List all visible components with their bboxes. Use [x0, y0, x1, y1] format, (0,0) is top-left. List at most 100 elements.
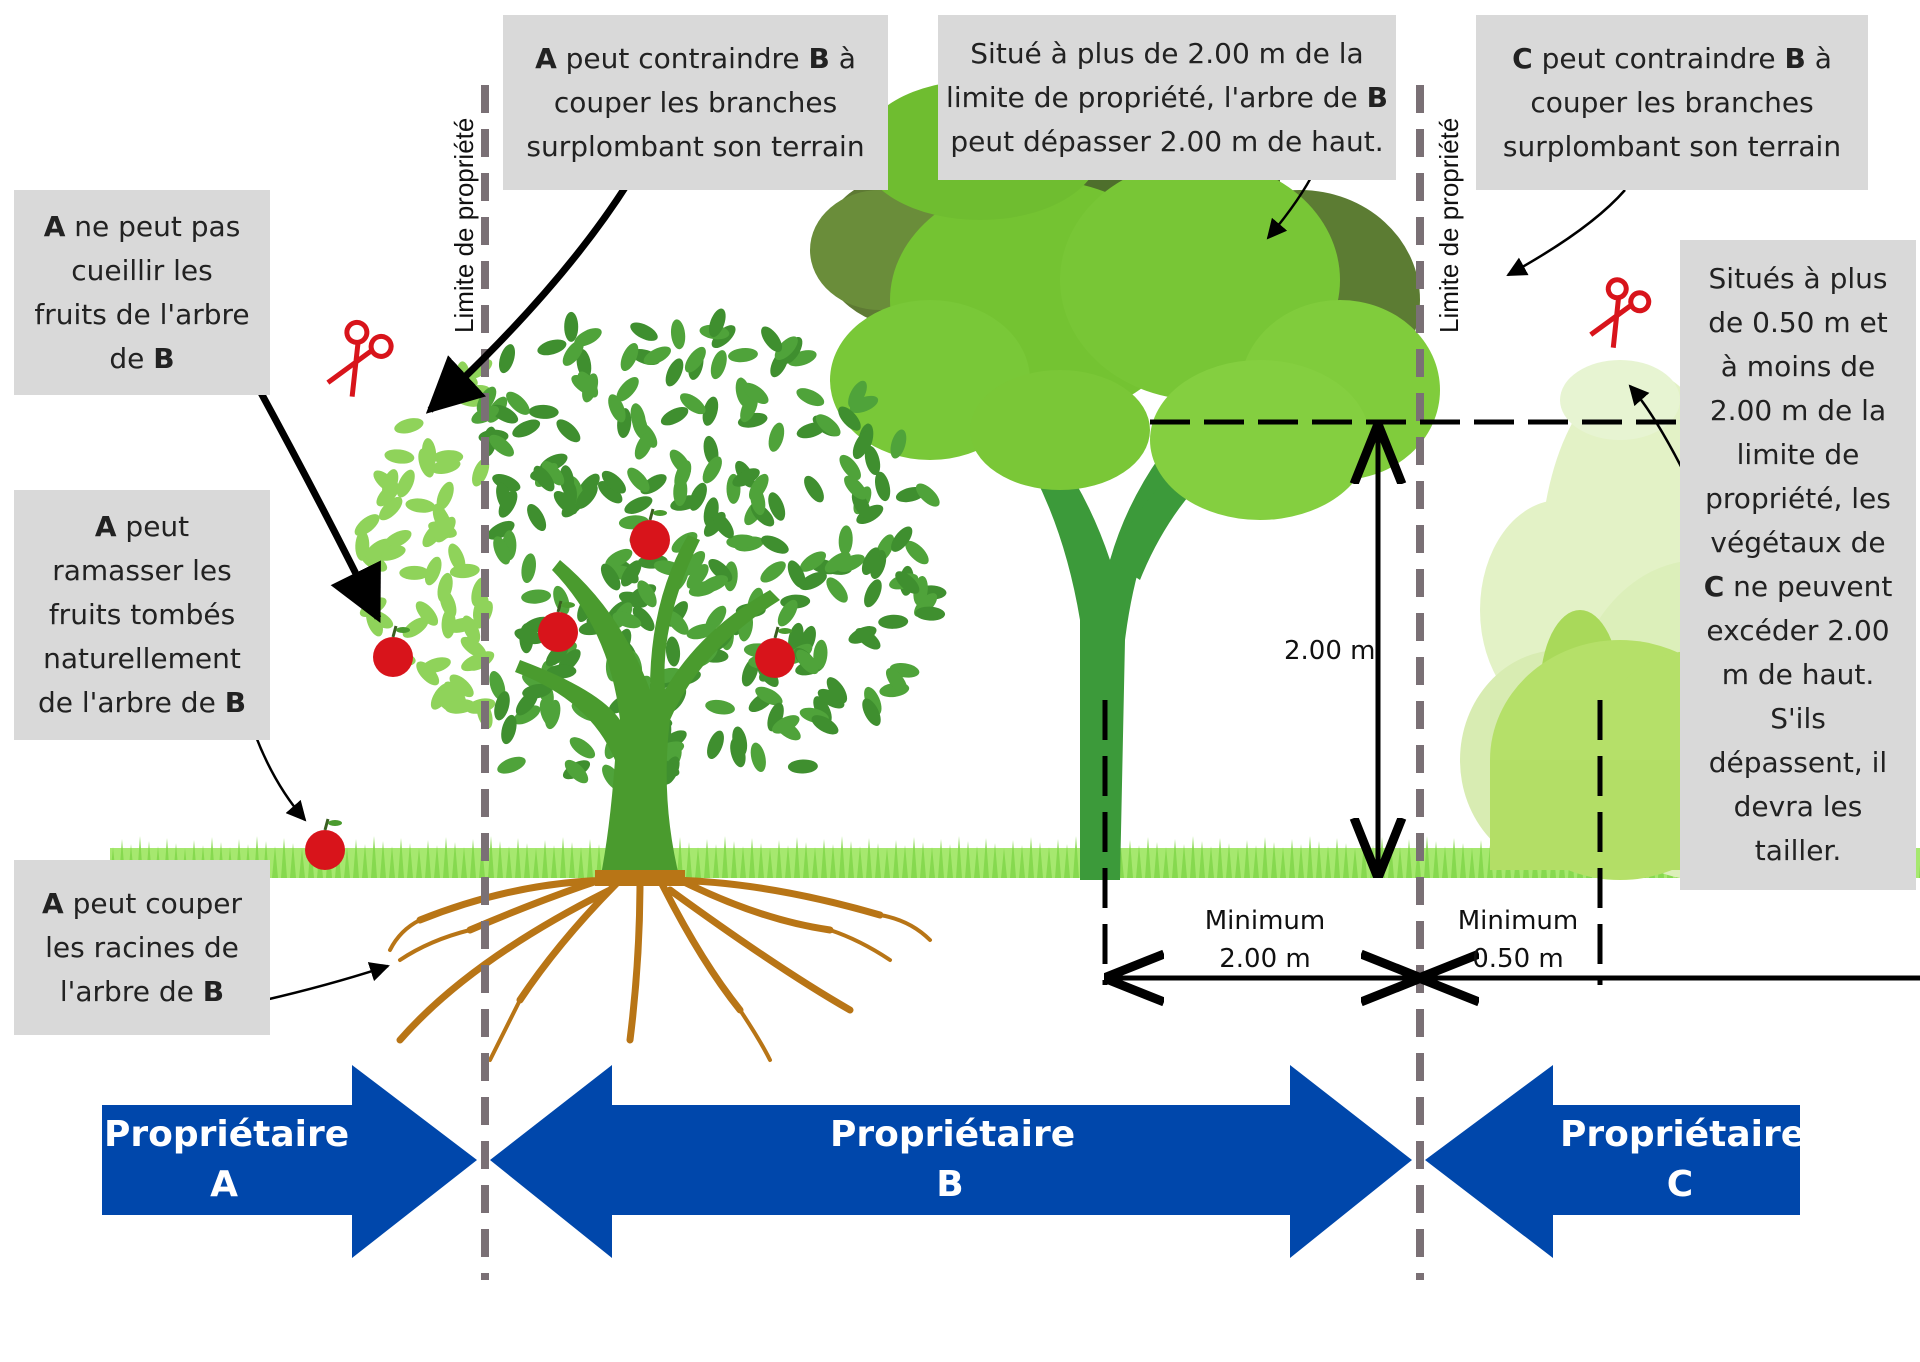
leaf [665, 610, 689, 635]
leaf [537, 339, 567, 356]
leaf [418, 448, 435, 478]
leaf [514, 628, 544, 645]
leaf [915, 483, 940, 507]
owner-c-label: Propriétaire C [1560, 1114, 1806, 1205]
leaf [616, 376, 639, 402]
leaf [402, 617, 429, 638]
leaf [462, 615, 481, 644]
callout-a-cannot-pick: A ne peut pas cueillir les fruits de l'a… [14, 190, 270, 395]
leaf [564, 759, 589, 784]
leaf [405, 498, 436, 513]
leaf [708, 308, 726, 338]
leaf [838, 406, 861, 431]
leaf [421, 657, 451, 674]
leaf [373, 470, 398, 494]
leaf [571, 374, 598, 396]
leaf [660, 406, 689, 426]
boundary-label-bc: Limite de propriété [1434, 117, 1464, 333]
leaf [849, 395, 879, 413]
leaf [878, 614, 909, 629]
leaf [441, 608, 456, 639]
leaf [415, 601, 439, 626]
leaf [569, 737, 596, 759]
leaf [788, 622, 804, 653]
apple-icon [305, 818, 345, 870]
leaf [811, 715, 839, 735]
leaf [521, 589, 552, 604]
leaf [600, 563, 621, 591]
leaf [449, 674, 474, 698]
leaf [472, 458, 490, 487]
owner-b-label: Propriétaire B [830, 1114, 1076, 1205]
leaf [730, 737, 746, 768]
leaf [864, 579, 882, 608]
apple-tree [354, 308, 947, 1062]
leaf [852, 431, 871, 460]
leaf [460, 636, 487, 658]
leaf [533, 465, 555, 492]
leaf [378, 496, 403, 521]
leaf [627, 467, 650, 493]
leaf [670, 319, 686, 350]
leaf [498, 344, 516, 374]
leaf [750, 485, 766, 516]
leaf [813, 639, 828, 670]
leaf [449, 563, 480, 579]
leaf [399, 565, 430, 580]
leaf [855, 628, 881, 650]
leaf [787, 560, 806, 589]
leaf [844, 475, 867, 500]
leaf [905, 540, 929, 565]
leaf [838, 525, 853, 556]
leaf [796, 649, 819, 675]
leaf [848, 380, 867, 409]
apple-icon [630, 508, 670, 560]
leaf [643, 346, 672, 365]
leaf [768, 492, 786, 521]
apple-icon [538, 600, 578, 652]
leaf [839, 454, 861, 480]
apples [305, 508, 795, 870]
leaf [605, 548, 633, 568]
leaf [895, 571, 920, 594]
leaf [702, 456, 722, 484]
leaf [728, 347, 758, 363]
leaf [665, 358, 684, 387]
leaf [684, 346, 706, 373]
leaf [743, 382, 769, 405]
leaf [575, 483, 598, 509]
leaf [494, 691, 510, 721]
leaf [489, 671, 506, 700]
leaf [521, 553, 537, 584]
leaf [815, 414, 841, 437]
leaf [710, 350, 727, 380]
leaf [424, 556, 442, 586]
leaf [799, 571, 827, 591]
leaf [686, 564, 709, 589]
leaf [864, 445, 881, 476]
leaf [354, 514, 380, 536]
leaf [553, 490, 578, 515]
leaf [702, 396, 719, 426]
leaf [890, 429, 907, 459]
leaf [512, 419, 541, 438]
leaf [760, 561, 786, 583]
leaf [874, 471, 891, 502]
leaf [434, 516, 456, 543]
callout-a-can-collect: A peut ramasser les fruits tombés nature… [14, 490, 270, 740]
callout-a-can-force-b: A peut contraindre B à couper les branch… [503, 15, 888, 190]
owner-b-arrow [490, 1065, 1412, 1258]
boundary-label-ab: Limite de propriété [449, 117, 479, 333]
leaf [712, 512, 734, 539]
height-dimension-label: 2.00 m [1284, 636, 1376, 666]
leaf [608, 394, 626, 423]
leaf [497, 756, 526, 774]
leaf [396, 469, 415, 498]
leaf [634, 431, 654, 460]
leaf [522, 683, 552, 699]
leaf [726, 534, 757, 549]
leaf [597, 481, 623, 504]
leaf [732, 468, 760, 487]
scissors-icon [1589, 277, 1652, 348]
owner-a-arrow [102, 1065, 477, 1258]
